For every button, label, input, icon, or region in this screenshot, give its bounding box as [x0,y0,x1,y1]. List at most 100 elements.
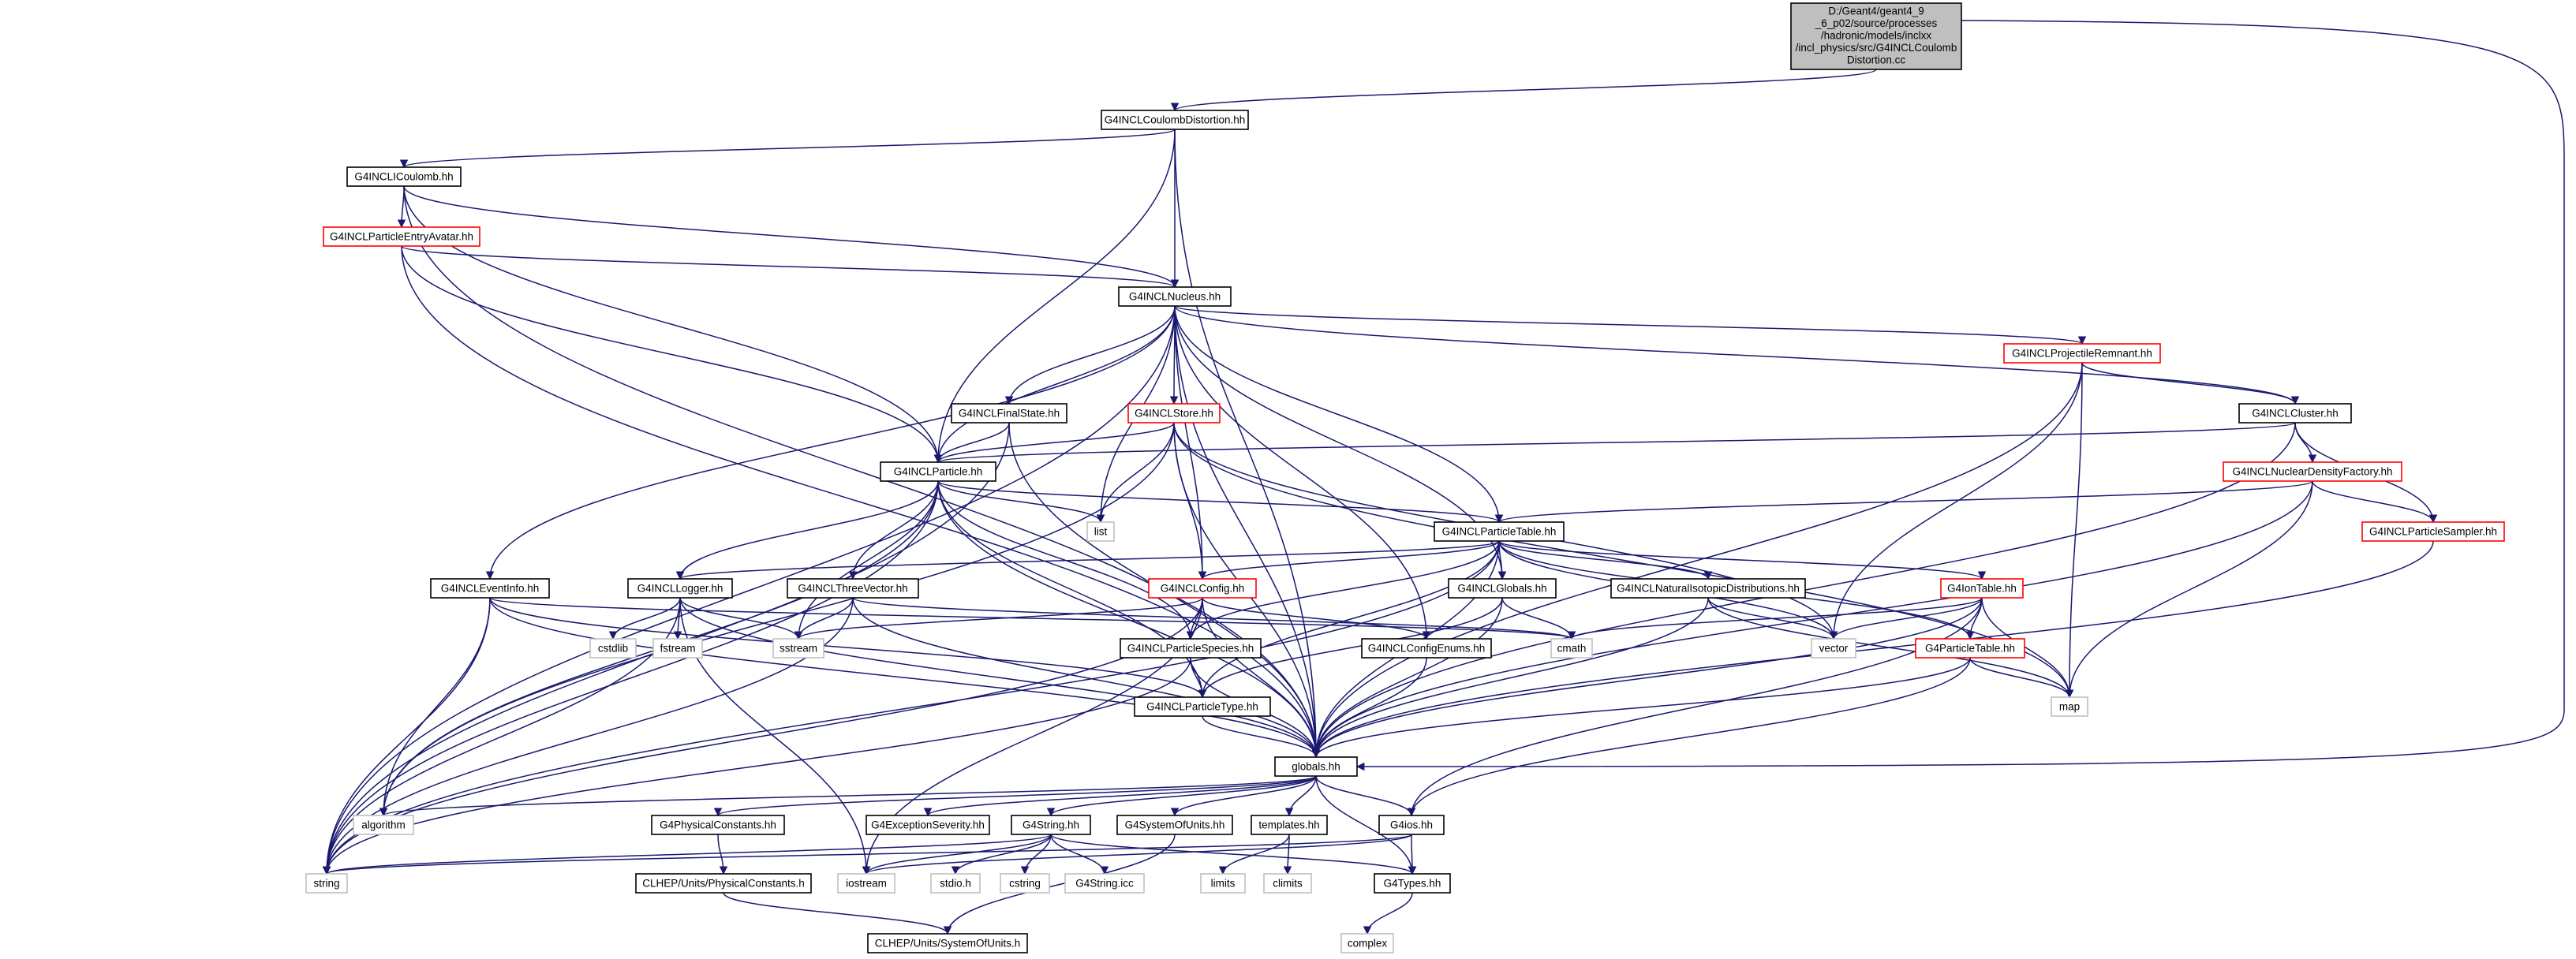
edge-arrow [1981,597,2074,699]
edge-arrow [675,480,939,580]
node-box [1127,403,1221,424]
node-algorithm: algorithm [353,815,414,835]
node-cstdlib: cstdlib [589,638,637,659]
edge-ptype-to-globalshh [1202,715,1321,759]
node-label: G4INCLCoulombDistortion.hh [1105,114,1246,126]
node-label: CLHEP/Units/PhysicalConstants.h [642,878,805,890]
edge-nucdensity-to-map [2065,480,2313,699]
node-g4string[interactable]: G4String.hh [1011,815,1091,835]
node-box [2238,403,2352,424]
node-label: cstring [1009,878,1041,890]
edge-clhepphys-to-clhepsys [723,892,952,935]
node-box [1811,638,1856,659]
edge-arrow [862,834,1052,875]
node-box [652,638,703,659]
node-nucleus[interactable]: G4INCLNucleus.hh [1118,286,1232,307]
edge-arrow [1171,69,1877,112]
edge-cluster-to-nucdensity [2294,422,2317,464]
edge-arrow [937,480,1207,699]
edge-arrow [323,834,1412,875]
node-box [930,873,981,894]
edge-arrow [1498,540,1713,580]
edge-arrow [2312,480,2438,524]
node-box [353,815,414,835]
edge-arrow [1050,834,1109,875]
node-sampler[interactable]: G4INCLParticleSampler.hh [2361,521,2505,542]
node-globals[interactable]: G4INCLGlobals.hh [1448,578,1557,599]
node-box [1101,110,1249,130]
node-label: templates.hh [1258,819,1319,831]
edge-globals-to-globalshh [1311,597,1503,759]
node-pspecies[interactable]: G4INCLParticleSpecies.hh [1120,638,1262,659]
node-box [1434,521,1565,542]
edge-arrow [1283,834,1292,875]
node-label: G4INCLConfigEnums.hh [1368,643,1486,655]
node-ptype[interactable]: G4INCLParticleType.hh [1134,696,1271,717]
edge-arrow [1174,305,1207,580]
node-coulombdistortion[interactable]: G4INCLCoulombDistortion.hh [1101,110,1249,130]
node-box [1263,873,1312,894]
node-label: G4INCLCluster.hh [2252,408,2339,420]
node-clhepsys[interactable]: CLHEP/Units/SystemOfUnits.h [867,933,1028,953]
node-exception[interactable]: G4ExceptionSeverity.hh [866,815,990,835]
node-eventinfo[interactable]: G4INCLEventInfo.hh [430,578,550,599]
node-label: G4String.hh [1023,819,1079,831]
node-store[interactable]: G4INCLStore.hh [1127,403,1221,424]
node-cmath: cmath [1550,638,1593,659]
node-finalstate[interactable]: G4INCLFinalState.hh [951,403,1067,424]
edge-entryavatar-to-globalshh [401,245,1321,759]
node-projremnant[interactable]: G4INCLProjectileRemnant.hh [2003,343,2161,364]
edge-arrow [934,422,2296,464]
node-particle[interactable]: G4INCLParticle.hh [880,461,996,482]
edge-arrow [2294,422,2317,464]
node-sysunits[interactable]: G4SystemOfUnits.hh [1116,815,1233,835]
edge-arrow [1311,362,2083,759]
node-g4particletable[interactable]: G4ParticleTable.hh [1915,638,2025,659]
edge-nucleus-to-particletable [1174,305,1504,524]
node-icoulomb[interactable]: G4INCLICoulomb.hh [346,166,462,187]
node-iontable[interactable]: G4IonTable.hh [1940,578,2024,599]
node-config[interactable]: G4INCLConfig.hh [1148,578,1257,599]
node-entryavatar[interactable]: G4INCLParticleEntryAvatar.hh [323,226,480,247]
edge-arrow [676,540,1500,580]
node-templates[interactable]: templates.hh [1251,815,1328,835]
edge-g4string-to-stdio [951,834,1052,875]
node-globalshh[interactable]: globals.hh [1274,756,1358,777]
node-configenums[interactable]: G4INCLConfigEnums.hh [1361,638,1492,659]
edge-nucleus-to-configenums [1174,305,1431,640]
node-threevector[interactable]: G4INCLThreeVector.hh [787,578,919,599]
edge-globalshh-to-templates [1284,775,1317,817]
edge-g4types-to-complex [1363,892,1413,935]
edge-arrow [608,597,681,640]
edge-arrow [379,775,1317,817]
node-box [1915,638,2025,659]
node-label: cmath [1557,643,1587,655]
edge-nucdensity-to-sampler [2312,480,2438,524]
node-nucdensity[interactable]: G4INCLNuclearDensityFactory.hh [2223,461,2402,482]
node-logger[interactable]: G4INCLLogger.hh [627,578,733,599]
edge-g4ios-to-string [323,834,1412,875]
node-box [1790,2,1962,70]
node-g4ios[interactable]: G4ios.hh [1378,815,1445,835]
node-cluster[interactable]: G4INCLCluster.hh [2238,403,2352,424]
node-physconst[interactable]: G4PhysicalConstants.hh [651,815,785,835]
edge-arrow [1174,305,1504,524]
edge-arrow [1046,775,1317,817]
edge-particle-to-list [937,480,1105,524]
edge-icoulomb-to-nucleus [403,185,1180,289]
edge-eventinfo-to-ptype [489,597,1207,699]
node-g4types[interactable]: G4Types.hh [1374,873,1451,894]
node-clhepphys[interactable]: CLHEP/Units/PhysicalConstants.h [635,873,812,894]
edge-arrow [717,834,728,875]
node-natiso[interactable]: G4INCLNaturalIsotopicDistributions.hh [1610,578,1806,599]
node-particletable[interactable]: G4INCLParticleTable.hh [1434,521,1565,542]
node-label: G4IonTable.hh [1947,583,2017,595]
edge-arrow [1311,597,1709,759]
edge-arrow [1707,597,2074,699]
edge-arrow [1355,20,2565,771]
node-root[interactable]: D:/Geant4/geant4_9_6_p02/source/processe… [1790,2,1962,70]
node-list: list [1086,521,1115,542]
node-label: G4INCLParticleType.hh [1146,701,1258,713]
edge-arrow [937,480,1195,640]
